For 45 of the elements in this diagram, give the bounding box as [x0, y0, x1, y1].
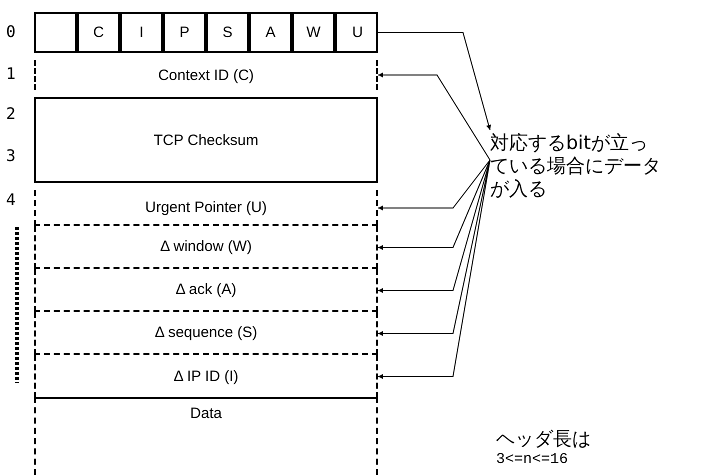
field-label: TCP Checksum	[154, 132, 258, 148]
field-box	[34, 312, 378, 355]
field-label: Urgent Pointer (U)	[145, 198, 267, 216]
field-box	[292, 12, 335, 53]
arrow	[378, 160, 490, 250]
field-box	[206, 12, 249, 53]
arrow	[378, 72, 490, 160]
row-number: 4	[6, 190, 16, 209]
row-number: 1	[6, 64, 16, 83]
field-box	[34, 397, 378, 475]
field-label: P	[179, 24, 190, 41]
field-label: W	[306, 24, 321, 41]
field-label: U	[352, 24, 363, 41]
field-box	[34, 226, 378, 269]
note-text: 対応するbitが立っている場合にデータが入る	[490, 132, 662, 201]
arrow	[378, 32, 492, 130]
field-box	[249, 12, 292, 53]
field-box	[34, 355, 378, 398]
arrow	[378, 160, 490, 293]
row-number: 3	[6, 146, 16, 165]
field-label: C	[93, 24, 104, 41]
arrow	[378, 160, 490, 210]
field-label: Context ID (C)	[158, 66, 254, 84]
field-label: Δ ack (A)	[176, 281, 236, 298]
field-box	[163, 12, 206, 53]
field-box	[34, 269, 378, 312]
note-text: 3<=n<=16	[496, 451, 568, 468]
field-label: Δ IP ID (I)	[174, 368, 238, 385]
field-box	[34, 12, 378, 53]
field-box	[34, 97, 378, 183]
field-label: Δ window (W)	[160, 238, 252, 255]
row-number: 2	[6, 104, 16, 123]
field-box	[34, 60, 378, 90]
arrow	[378, 160, 490, 379]
field-label: S	[222, 24, 232, 41]
field-box	[77, 12, 120, 53]
field-label: Δ sequence (S)	[154, 324, 258, 341]
row-number: 0	[6, 22, 16, 41]
note-text: ヘッダ長は	[496, 427, 591, 452]
field-label: I	[139, 24, 144, 41]
field-box	[34, 190, 378, 226]
field-label: A	[265, 24, 276, 41]
arrow	[378, 160, 490, 336]
field-label: Data	[190, 405, 222, 422]
field-box	[120, 12, 163, 53]
